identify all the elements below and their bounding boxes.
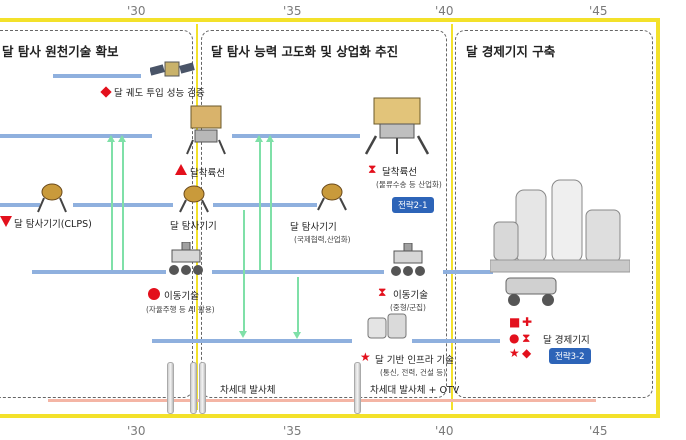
circle-marker-icon: ● — [509, 331, 520, 345]
arrow-mobility-to-lander-c — [256, 135, 262, 270]
star-marker-icon: ★ — [509, 346, 520, 360]
bar-clps — [0, 203, 40, 207]
lander-1-label: 달착륙선 — [190, 168, 225, 179]
lander-2-icon — [364, 97, 430, 155]
bar-explorer-2 — [213, 203, 317, 207]
hourglass-marker-icon: ⧗ — [368, 162, 377, 176]
infra-module-icon — [367, 313, 407, 339]
arrow-mobility-to-lander-b — [119, 135, 125, 270]
strategy-3-2-badge: 전략3-2 — [549, 348, 591, 364]
year-label-top-30: '30 — [127, 4, 146, 18]
arrow-mobility-to-lander-d — [267, 135, 273, 270]
diamond-marker-icon: ◆ — [522, 346, 532, 360]
rover-1-icon — [169, 242, 203, 275]
launcher-pillar-2 — [190, 362, 197, 414]
bar-orbit — [53, 74, 141, 78]
launcher-pillar-4 — [354, 362, 361, 414]
inverted-triangle-marker-icon — [0, 216, 12, 227]
phase-separator-1 — [196, 24, 198, 410]
launcher-label-2: 차세대 발사체 + OTV — [370, 385, 460, 396]
explorer-1-label: 달 탐사기기 — [170, 221, 217, 232]
explorer-1-icon — [179, 185, 209, 213]
lander-1-icon — [186, 105, 226, 155]
circle-marker-icon — [148, 288, 160, 300]
bar-lander-1 — [0, 134, 152, 138]
triangle-marker-icon — [175, 164, 187, 175]
launcher-pillar-3 — [199, 362, 206, 414]
bar-mobility-1 — [32, 270, 166, 274]
economic-base-label: 달 경제기지 — [543, 335, 590, 346]
plus-marker-icon: ✚ — [522, 315, 533, 329]
phase2-title: 달 탐사 능력 고도화 및 상업화 추진 — [211, 44, 399, 59]
orbit-verify-label: 달 궤도 투입 성능 검증 — [114, 88, 205, 99]
arrow-explorer-to-infra-a — [240, 210, 246, 338]
explorer-2-icon — [317, 183, 347, 211]
phase3-title: 달 경제기지 구축 — [466, 44, 556, 59]
lander-2-label: 달착륙선 — [382, 167, 417, 178]
hourglass-marker-icon: ⧗ — [378, 285, 387, 299]
infra-sublabel: (통신, 전력, 건설 등) — [380, 368, 447, 377]
mobility-1-label: 이동기술 — [164, 291, 199, 302]
year-label-top-35: '35 — [283, 4, 302, 18]
mobility-1-sublabel: (자율주행 등 AI 활용) — [146, 305, 215, 314]
clps-explorer-icon — [37, 183, 67, 213]
arrow-mobility-to-lander-a — [108, 135, 114, 270]
rover-2-icon — [391, 243, 425, 276]
launcher-pillar-1 — [167, 362, 174, 414]
lander-2-sublabel: (물류수송 등 산업화) — [376, 180, 442, 189]
mobility-2-label: 이동기술 — [393, 290, 428, 301]
bar-mobility-2a — [212, 270, 384, 274]
explorer-2-sublabel: (국제협력,산업화) — [294, 235, 351, 244]
bar-lander-2 — [232, 134, 360, 138]
star-marker-icon: ★ — [360, 350, 371, 364]
phase1-panel — [0, 30, 193, 398]
year-label-bottom-45: '45 — [589, 424, 608, 438]
phase3-panel — [455, 30, 653, 398]
launcher-timeline-line — [48, 399, 596, 402]
year-label-top-40: '40 — [435, 4, 454, 18]
clps-label: 달 탐사기기(CLPS) — [14, 219, 92, 230]
bar-mobility-2b — [443, 270, 493, 274]
timeline-frame — [0, 18, 660, 418]
hourglass-marker-icon: ⧗ — [522, 331, 531, 345]
launcher-label-1: 차세대 발사체 — [220, 385, 276, 396]
year-label-bottom-35: '35 — [283, 424, 302, 438]
year-label-bottom-40: '40 — [435, 424, 454, 438]
strategy-2-1-badge: 전략2-1 — [392, 197, 434, 213]
phase1-title: 달 탐사 원천기술 확보 — [2, 44, 119, 59]
phase-separator-2 — [451, 24, 453, 410]
phase2-panel — [201, 30, 447, 398]
mobility-2-sublabel: (중형/군집) — [390, 303, 426, 312]
infra-label: 달 기반 인프라 기술 — [375, 355, 454, 366]
year-label-top-45: '45 — [589, 4, 608, 18]
arrow-mobility-to-infra-b — [294, 277, 300, 339]
bar-infra-2 — [412, 339, 500, 343]
bar-infra-1 — [152, 339, 352, 343]
year-label-bottom-30: '30 — [127, 424, 146, 438]
orbiter-satellite-icon — [150, 61, 195, 77]
explorer-2-label: 달 탐사기기 — [290, 222, 337, 233]
lunar-base-icon — [490, 179, 630, 273]
square-marker-icon: ■ — [509, 315, 521, 329]
lunar-vehicle-icon — [505, 277, 557, 306]
